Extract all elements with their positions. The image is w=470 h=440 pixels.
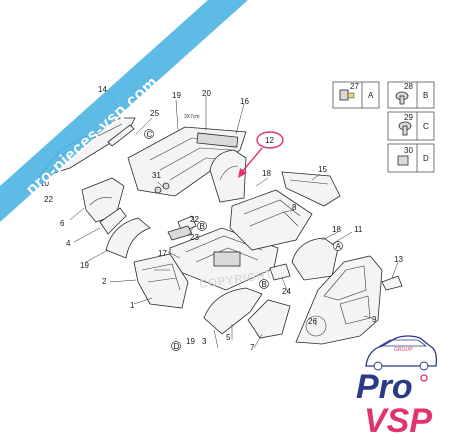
- provsp-logo: GROUP Pro VSP: [356, 335, 438, 440]
- label-16: 16: [240, 97, 249, 106]
- logo-line1: Pro: [356, 368, 413, 406]
- label-24: 24: [282, 287, 291, 296]
- highlight-12: 12: [238, 131, 284, 178]
- watermark-banner: pro-pieces-vsp.com: [0, 0, 248, 222]
- label-20: 19: [172, 91, 181, 100]
- part-bulkhead: [133, 253, 189, 309]
- part-wheel-arch-left: [105, 217, 151, 259]
- label-14: 14: [98, 85, 107, 94]
- callout-boxes: 27 A 28 B 29 C 30 D: [332, 81, 435, 173]
- label-22-left: 22: [44, 195, 53, 204]
- label-17: 17: [158, 249, 167, 258]
- callout-29-letter: C: [423, 122, 429, 131]
- label-26: 26: [308, 317, 317, 326]
- label-31: 31: [152, 171, 161, 180]
- car-logo-icon: [365, 335, 438, 367]
- part-lower-sill: [203, 287, 263, 335]
- callout-29-number: 29: [404, 113, 413, 122]
- part-rear-floor: [229, 189, 313, 251]
- label-7: 7: [250, 343, 255, 352]
- callout-30-number: 30: [404, 146, 413, 155]
- part-rear-arch-right: [291, 237, 339, 281]
- label-12: 12: [265, 136, 274, 145]
- label-18-right: 18: [332, 225, 341, 234]
- part-rear-wheel-house: [209, 149, 247, 203]
- part-a-pillar: [99, 207, 127, 235]
- label-10: 10: [40, 179, 49, 188]
- callout-27-letter: A: [368, 91, 374, 100]
- part-trim: [381, 275, 403, 291]
- label-3: 3: [202, 337, 207, 346]
- label-2: 2: [102, 277, 107, 286]
- logo-group-text: GROUP: [394, 347, 413, 353]
- marker-A: A: [336, 242, 342, 251]
- callout-27-number: 27: [350, 82, 359, 91]
- label-25: 25: [150, 109, 159, 118]
- part-body-side: [295, 255, 383, 345]
- marker-C: C: [147, 130, 153, 139]
- callout-30-letter: D: [423, 154, 429, 163]
- label-18-top: 18: [262, 169, 271, 178]
- label-23: 23: [190, 233, 199, 242]
- label-1: 1: [130, 301, 135, 310]
- part-rail: [107, 124, 135, 147]
- marker-B-mid: B: [200, 222, 205, 231]
- label-6: 6: [60, 219, 65, 228]
- label-5: 5: [226, 333, 231, 342]
- label-19-bottom: 19: [186, 337, 195, 346]
- label-22-mid: 22: [190, 215, 199, 224]
- letter-markers: C B B A D: [144, 129, 343, 351]
- label-13: 13: [394, 255, 403, 264]
- label-9: 9: [372, 315, 377, 324]
- label-19-left: 19: [80, 261, 89, 270]
- marker-D: D: [174, 342, 180, 351]
- dimension-note: 3X7cm: [184, 114, 200, 120]
- marker-B-low: B: [262, 280, 267, 289]
- part-door-sill: [247, 299, 291, 339]
- label-15: 15: [318, 165, 327, 174]
- label-21: 20: [202, 89, 211, 98]
- part-number-labels: 14 19 20 16 25 10 22 6 4 19 31 22 17 23 …: [40, 85, 403, 352]
- callout-28-letter: B: [423, 91, 428, 100]
- logo-line2: VSP: [364, 402, 432, 440]
- label-4: 4: [66, 239, 71, 248]
- callout-28-number: 28: [404, 82, 413, 91]
- parts-drawing: [36, 117, 403, 345]
- label-11: 11: [354, 225, 363, 234]
- label-8: 8: [292, 203, 297, 212]
